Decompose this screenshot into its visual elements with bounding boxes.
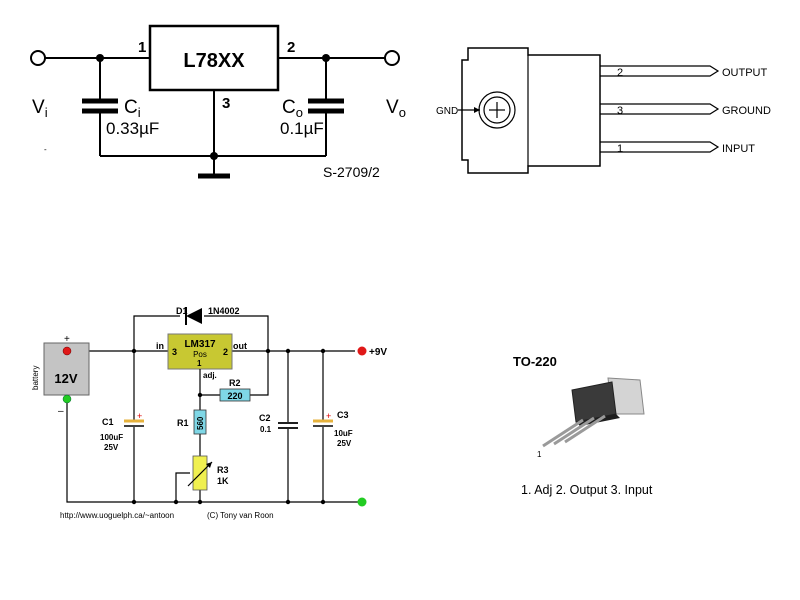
junction-dot <box>131 499 137 505</box>
r3-label: R3 <box>217 465 229 475</box>
r2-resistor <box>219 388 251 402</box>
output-ground-terminal <box>357 497 367 507</box>
l78xx-schematic: L78XX 1 2 3 Vi Vo Ci 0.33µF Co 0.1µF S-2… <box>30 24 406 180</box>
junction-dot <box>173 499 179 505</box>
package-body-outline <box>461 47 601 174</box>
to220-package-illustration: TO-220 1 1. Adj 2. Output 3. Input <box>513 354 653 497</box>
co-value: 0.1µF <box>280 119 324 138</box>
c1-value-cap: 100uF <box>100 433 123 442</box>
r1-resistor <box>193 409 207 435</box>
junction-dot <box>285 348 291 354</box>
junction-dot <box>285 499 291 505</box>
lead-ground: 3 GROUND <box>600 103 771 117</box>
c3-value-cap: 10uF <box>334 429 353 438</box>
l78-pin3-label: 3 <box>222 95 230 112</box>
vo-label: Vo <box>386 97 406 120</box>
to220-pinout-diagram: GND 2 OUTPUT 3 GROUND 1 INPUT <box>436 47 771 174</box>
junction-dot <box>197 499 203 505</box>
lead-input: 1 INPUT <box>600 141 755 155</box>
c3-value-voltage: 25V <box>337 439 352 448</box>
battery-negative-terminal <box>62 394 72 404</box>
r3-value: 1K <box>217 476 229 486</box>
l78xx-chip <box>148 24 280 92</box>
battery-positive-terminal <box>62 346 72 356</box>
ground-rail <box>66 356 362 503</box>
d1-part: 1N4002 <box>208 306 240 316</box>
battery-label: battery <box>31 366 40 390</box>
source-url: http://www.uoguelph.ca/~antoon <box>60 511 174 520</box>
d1-diode <box>186 308 202 324</box>
pin-adj-number: 1 <box>197 359 202 368</box>
c3-label: C3 <box>337 410 349 420</box>
battery-plus: + <box>64 334 70 345</box>
svg-text:+: + <box>326 411 331 421</box>
svg-text:+: + <box>137 411 142 421</box>
c1-label: C1 <box>102 417 114 427</box>
c1-value-voltage: 25V <box>104 443 119 452</box>
vi-terminal <box>30 50 46 66</box>
battery-voltage: 12V <box>54 371 77 386</box>
l78xx-chip-label: L78XX <box>183 50 245 72</box>
vo-terminal <box>384 50 400 66</box>
pin-in-number: 3 <box>172 347 177 357</box>
pin-out-number: 2 <box>223 347 228 357</box>
ci-value: 0.33µF <box>106 119 159 138</box>
pin-one-marker: 1 <box>537 450 542 459</box>
output-voltage-label: +9V <box>369 347 387 358</box>
battery-minus: – <box>58 406 64 417</box>
lm317-name: LM317 <box>184 339 216 350</box>
r2-label: R2 <box>229 378 241 388</box>
l78-pin1-label: 1 <box>138 39 146 56</box>
r1-value: 560 <box>196 416 205 430</box>
lead-label: OUTPUT <box>722 67 768 79</box>
gnd-tab-label: GND <box>436 106 458 117</box>
pin-out-label: out <box>233 341 247 351</box>
c2-value: 0.1 <box>260 425 272 434</box>
lead-label: INPUT <box>722 143 755 155</box>
junction-dot <box>320 499 326 505</box>
lead-label: GROUND <box>722 105 771 117</box>
to220-title: TO-220 <box>513 354 557 369</box>
pin-caption: 1. Adj 2. Output 3. Input <box>521 483 653 497</box>
r3-potentiometer <box>192 455 208 491</box>
r2-value: 220 <box>227 391 242 401</box>
lead-number: 2 <box>617 67 623 79</box>
lm317-schematic: D1 1N4002 12V + – battery LM317 Pos 3 2 … <box>31 306 387 520</box>
lead-number: 1 <box>617 143 623 155</box>
lm317-pos: Pos <box>193 350 207 359</box>
package-pin <box>542 418 584 448</box>
lead-output: 2 OUTPUT <box>600 65 768 79</box>
l78-pin2-label: 2 <box>287 39 295 56</box>
figure-reference: S-2709/2 <box>323 164 380 180</box>
c2-label: C2 <box>259 413 271 423</box>
lm317-chip <box>167 333 233 370</box>
d1-label: D1 <box>176 306 188 316</box>
ci-label: Ci <box>124 97 141 120</box>
co-label: Co <box>282 97 303 120</box>
lead-number: 3 <box>617 105 623 117</box>
junction-dot <box>320 348 326 354</box>
r1-label: R1 <box>177 418 189 428</box>
package-pin <box>553 416 595 446</box>
package-pin <box>564 414 606 444</box>
svg-text:-: - <box>44 145 47 154</box>
pin-in-label: in <box>156 341 164 351</box>
junction-dot <box>131 348 137 354</box>
junction-dot <box>265 348 271 354</box>
vi-label: Vi <box>32 97 48 120</box>
output-positive-terminal <box>357 346 367 356</box>
pin-adj-label: adj. <box>203 371 217 380</box>
copyright-credit: (C) Tony van Roon <box>207 511 274 520</box>
junction-dot <box>197 392 203 398</box>
battery <box>43 342 90 396</box>
